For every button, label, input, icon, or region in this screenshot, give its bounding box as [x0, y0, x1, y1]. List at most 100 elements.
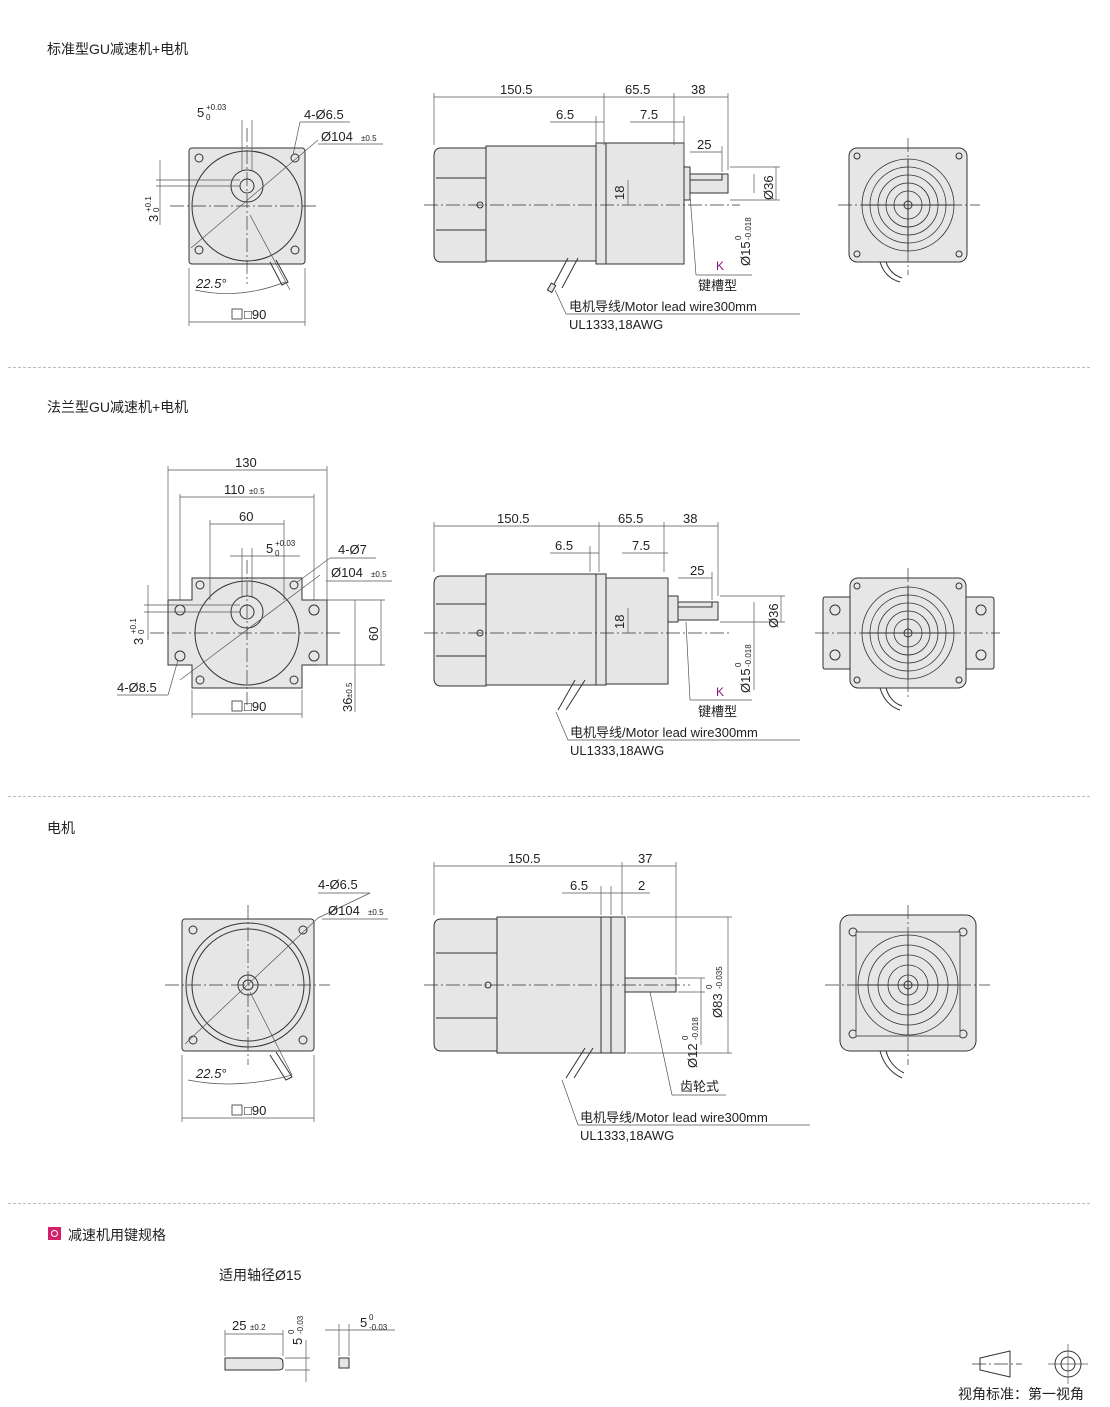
std-pcd-label: Ø104 [321, 129, 353, 144]
std-shaft: Ø15 [738, 241, 753, 266]
first-angle-projection-icon [972, 1344, 1088, 1384]
mtr-shaft-tol-up: 0 [681, 1035, 690, 1040]
section-title-motor: 电机 [47, 820, 75, 836]
mtr-square: □90 [244, 1103, 266, 1118]
std-key-tol-up: +0.03 [206, 103, 227, 112]
mtr-pilot-tol-up: 0 [705, 984, 714, 989]
mtr-wire-label: 电机导线/Motor lead wire300mm [580, 1110, 768, 1125]
flg-h-inner: 60 [366, 627, 381, 641]
flg-w-inner: 60 [239, 509, 253, 524]
flg-shaft: Ø15 [738, 668, 753, 693]
flange-front-view: 130 110 ±0.5 60 5 +0.03 0 4-Ø7 Ø104 ±0.5… [117, 455, 392, 718]
key-spec-applicable: 适用轴径Ø15 [219, 1267, 302, 1283]
mtr-pcd: Ø104 [328, 903, 360, 918]
std-flange-dim: 18 [612, 186, 627, 200]
flg-len-gear: 65.5 [618, 511, 643, 526]
mtr-shaft: Ø12 [685, 1043, 700, 1068]
standard-back-view [838, 138, 980, 283]
std-dim-d2: 7.5 [640, 107, 658, 122]
motor-back-view [825, 905, 990, 1079]
flg-w-holes: 110 [224, 482, 245, 497]
flg-hole-top: 4-Ø7 [338, 542, 367, 557]
mtr-shaft-tol-lo: -0.018 [691, 1017, 700, 1040]
key-width: 5 [360, 1315, 367, 1330]
motor-front-view: 4-Ø6.5 Ø104 ±0.5 22.5° □90 [165, 877, 388, 1122]
std-key-mark: K [716, 259, 724, 273]
mtr-wire-spec: UL1333,18AWG [580, 1128, 674, 1143]
flg-hole-bottom: 4-Ø8.5 [117, 680, 157, 695]
flg-h-off-tol: ±0.5 [345, 682, 354, 698]
key-height: 5 [290, 1338, 305, 1345]
flg-dim-d1: 6.5 [555, 538, 573, 553]
std-offset-tol-lo: 0 [152, 207, 161, 212]
std-offset-dim: 3 [146, 215, 161, 222]
flg-offset: 3 [131, 638, 146, 645]
std-len-gear: 65.5 [625, 82, 650, 97]
standard-side-view: 150.5 65.5 38 6.5 7.5 25 18 Ø36 Ø15 0 -0… [424, 82, 800, 332]
projection-label: 视角标准：第一视角 [958, 1386, 1084, 1402]
flg-dim-d2: 7.5 [632, 538, 650, 553]
flg-len-shaft: 38 [683, 511, 697, 526]
std-hole-label: 4-Ø6.5 [304, 107, 344, 122]
flg-wire-label: 电机导线/Motor lead wire300mm [570, 725, 758, 740]
std-dim-d1: 6.5 [556, 107, 574, 122]
mtr-hole: 4-Ø6.5 [318, 877, 358, 892]
std-key-tol-lo: 0 [206, 113, 211, 122]
key-length: 25 [232, 1318, 246, 1333]
flg-wire-spec: UL1333,18AWG [570, 743, 664, 758]
flg-len-motor: 150.5 [497, 511, 530, 526]
key-spec-drawing: 25 ±0.2 5 0 -0.03 5 0 -0.03 [224, 1313, 395, 1382]
flg-key-mark: K [716, 685, 724, 699]
flg-w-holes-tol: ±0.5 [249, 487, 265, 496]
flange-back-view [815, 568, 1000, 711]
section-title-standard: 标准型GU减速机+电机 [47, 41, 189, 57]
flg-square: □90 [244, 699, 266, 714]
std-shaft-dia: Ø36 [761, 175, 776, 200]
mtr-pcd-tol: ±0.5 [368, 908, 384, 917]
motor-side-view: 150.5 37 6.5 2 Ø83 0 -0.035 Ø12 0 -0.018… [424, 851, 810, 1143]
flg-shaft-tol-lo: -0.018 [744, 644, 753, 667]
circle-bullet-icon [48, 1227, 61, 1240]
std-offset-tol-up: +0.1 [144, 196, 153, 212]
std-angle: 22.5° [195, 276, 227, 291]
flg-pcd: Ø104 [331, 565, 363, 580]
mtr-pilot-tol-lo: -0.035 [715, 966, 724, 989]
std-pcd-tol: ±0.5 [361, 134, 377, 143]
flg-flange-dim: 18 [612, 615, 627, 629]
mtr-dim-d1: 6.5 [570, 878, 588, 893]
std-wire-label: 电机导线/Motor lead wire300mm [569, 299, 757, 314]
flg-w-total: 130 [235, 455, 257, 470]
std-key-dim: 5 [197, 105, 204, 120]
key-width-tol-up: 0 [369, 1313, 374, 1322]
key-height-tol-up: 0 [287, 1329, 296, 1334]
flg-key-type: 键槽型 [698, 704, 737, 719]
key-height-tol-lo: -0.03 [296, 1315, 305, 1334]
std-wire-spec: UL1333,18AWG [569, 317, 663, 332]
mtr-angle: 22.5° [195, 1066, 227, 1081]
mtr-pilot: Ø83 [710, 993, 725, 1018]
flg-shaft-dia: Ø36 [766, 603, 781, 628]
mtr-shaft-type: 齿轮式 [680, 1079, 719, 1094]
mtr-dim-d2: 2 [638, 878, 645, 893]
flg-key: 5 [266, 541, 273, 556]
key-length-tol: ±0.2 [250, 1323, 266, 1332]
section-divider [8, 367, 1090, 368]
mtr-len-motor: 150.5 [508, 851, 541, 866]
std-shaft-tol-up: 0 [734, 235, 743, 240]
mtr-len-shaft: 37 [638, 851, 652, 866]
std-len-shaft: 38 [691, 82, 705, 97]
flg-offset-tol-up: +0.1 [129, 618, 138, 634]
std-square-dim: □90 [244, 307, 266, 322]
flg-h-off: 36 [340, 698, 355, 712]
flg-key-tol-up: +0.03 [275, 539, 296, 548]
key-width-tol-lo: -0.03 [369, 1323, 388, 1332]
standard-front-view: 5 +0.03 0 4-Ø6.5 Ø104 ±0.5 3 +0.1 0 22.5… [144, 103, 383, 326]
flg-offset-tol-lo: 0 [137, 629, 146, 634]
flg-key-tol-lo: 0 [275, 549, 280, 558]
section-divider [8, 796, 1090, 797]
section-title-flange: 法兰型GU减速机+电机 [47, 399, 189, 415]
std-len-motor: 150.5 [500, 82, 533, 97]
std-key-type: 键槽型 [698, 278, 737, 293]
section-divider [8, 1203, 1090, 1204]
